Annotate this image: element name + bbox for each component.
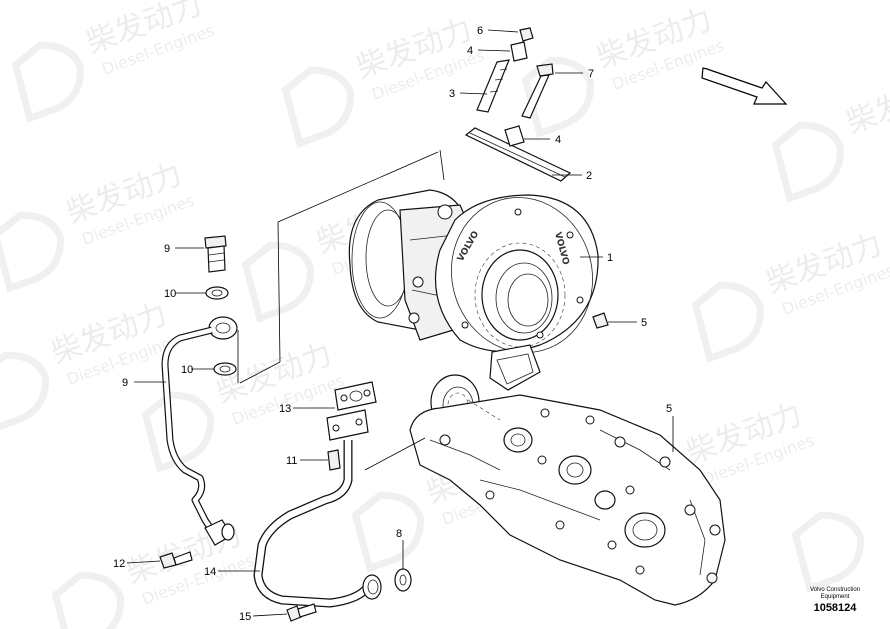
sleeve-4-top [510,41,528,62]
flange-13 [334,381,377,411]
callout-6: 7 [588,68,594,80]
callout-4: 4 [467,45,473,57]
watermark-logo-icon [51,571,125,629]
watermark-logo-icon [791,511,865,593]
footer: Volvo Construction Equipment 1058124 [810,587,860,614]
watermark-logo-icon [11,41,85,123]
watermark: 柴发动力 [771,67,890,203]
watermark-logo-icon [521,56,595,138]
watermark: 柴发动力 Diesel-Engines [11,0,217,123]
callout-3: 3 [449,88,455,100]
drawing-number: 1058124 [814,602,858,614]
bolt-10-center [327,449,341,471]
callout-9: 10 [164,288,176,300]
callout-15: 5 [666,403,672,415]
washer-9-top [205,286,229,300]
watermark-logo-icon [0,351,50,433]
watermark-logo-icon [241,241,315,323]
manifold-port [594,490,616,510]
bolt-6-shank [521,74,550,119]
callout-9: 10 [181,364,193,376]
manifold-port [558,455,592,485]
callout-12: 15 [239,611,251,623]
watermark-logo-icon [771,121,845,203]
footer-company: Volvo Construction [810,587,860,593]
turbine-inlet-flange [489,344,541,391]
callout-7: 9 [122,377,128,389]
callout-labels: 6 4 3 7 4 2 1 5 9 10 10 9 13 11 12 14 15… [113,25,672,623]
manifold-port [624,512,666,548]
watermark: 柴发动力 Diesel-Engines [0,157,197,293]
washer-14 [394,568,412,592]
callout-5: 6 [477,25,483,37]
watermark-logo-icon [351,491,425,573]
sleeve-4-lower [504,125,525,147]
pipe-flange [326,409,369,441]
watermark: 柴发动力 Diesel-Engines [691,227,890,363]
nut-5-right [592,312,609,329]
callout-4: 4 [555,134,561,146]
footer-company-sub: Equipment [821,594,850,600]
oil-feed-assembly [159,235,238,569]
return-pipe-end [362,574,382,600]
watermark-cn: 柴发动力 [842,67,890,141]
stud-3 [476,59,510,113]
nut-5-top [519,27,534,42]
top-fasteners [476,27,609,329]
watermark-logo-icon [281,66,355,148]
callout-8: 9 [164,243,170,255]
callout-2: 2 [586,170,592,182]
watermark-logo-icon [0,211,65,293]
gasket [464,127,572,182]
direction-arrow-icon [701,67,788,105]
watermark-logo-icon [691,281,765,363]
assembly-frame-lines [237,149,445,384]
callout-5: 5 [641,317,647,329]
manifold-port [503,427,533,453]
turbocharger: VOLVO VOLVO [348,189,599,430]
callout-13: 13 [279,403,291,415]
bolt-6-head [536,63,554,77]
oil-return-assembly [253,381,412,622]
watermark [791,511,865,593]
callout-10: 11 [286,455,297,467]
callout-14: 8 [396,528,402,540]
watermark: 柴发动力 Diesel-Engines [281,12,487,148]
callout-10: 12 [113,558,125,570]
callout-11: 14 [204,566,216,578]
exhaust-manifold [364,394,726,606]
watermark-logo-icon [141,391,215,473]
plug-8 [204,235,227,249]
callout-1: 1 [607,252,613,264]
banjo-fitting [208,316,238,340]
washer-9-bottom [213,362,237,376]
leader-lines [126,29,674,617]
